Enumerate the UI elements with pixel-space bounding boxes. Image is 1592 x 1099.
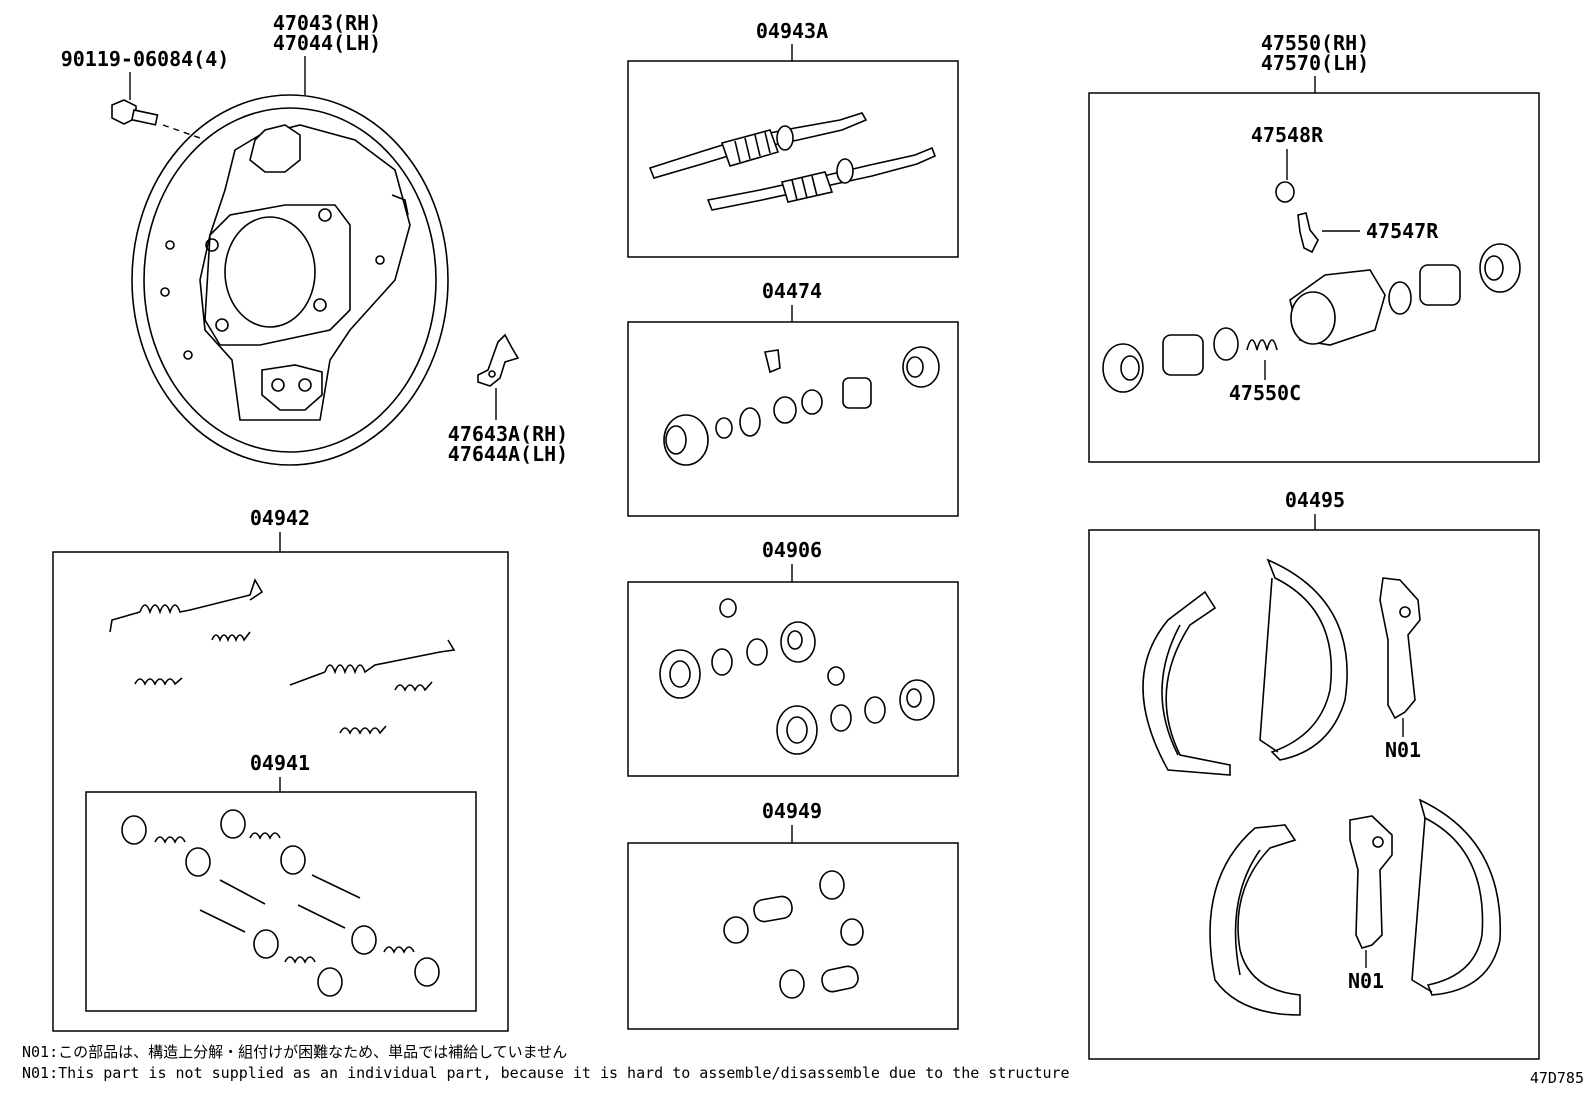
bleeder-plug — [1297, 212, 1319, 254]
spring-kit-box — [52, 551, 509, 1032]
brake-shoe-upper-left — [1142, 590, 1231, 776]
cylinder-kit-04474-box — [627, 321, 959, 517]
shoe-kit-box — [1088, 529, 1540, 1060]
shoe-kit-group: 04495 N01 N01 — [1088, 488, 1540, 1060]
cylinder-kit-04906-group: 04906 — [627, 538, 959, 777]
lever-lower — [1349, 815, 1393, 949]
spring-kit-springs — [109, 578, 456, 735]
cylinder-kit-04906-label[interactable]: 04906 — [762, 538, 822, 562]
cylinder-kit-04949-label[interactable]: 04949 — [762, 799, 822, 823]
hold-down-kit-group: 04941 — [85, 751, 477, 1012]
bracket-label-rh[interactable]: 47643A(RH) — [448, 422, 568, 446]
cylinder-kit-04474-group: 04474 — [627, 279, 959, 517]
hold-down-kit-box — [85, 791, 477, 1012]
note-japanese: N01:この部品は、構造上分解・組付けが困難なため、単品では補給していません — [22, 1043, 568, 1061]
cylinder-kit-04949-box — [627, 842, 959, 1030]
backing-plate — [131, 94, 449, 466]
lever-upper — [1379, 577, 1421, 720]
adjuster-kit-label[interactable]: 04943A — [756, 19, 828, 43]
adjuster-assembly-upper — [648, 112, 868, 179]
hold-down-kit-label[interactable]: 04941 — [250, 751, 310, 775]
backing-plate-group: 47043(RH) 47044(LH) 90119-06084(4) — [61, 11, 449, 466]
bolt — [111, 99, 201, 139]
cylinder-kit-04474-parts — [663, 346, 940, 466]
brake-shoe-lower-right — [1411, 798, 1502, 996]
hold-down-kit-parts — [121, 809, 440, 997]
backing-plate-label-rh[interactable]: 47043(RH) — [273, 11, 381, 35]
wheel-cylinder-label-rh[interactable]: 47550(RH) — [1261, 31, 1369, 55]
bleeder-plug-label[interactable]: 47547R — [1366, 219, 1439, 243]
adjuster-kit-group: 04943A — [627, 19, 959, 258]
brake-shoe-upper-right — [1259, 558, 1348, 761]
brake-shoe-lower-left — [1209, 824, 1301, 1016]
cylinder-kit-04949-group: 04949 — [627, 799, 959, 1030]
adjuster-kit-box — [627, 60, 959, 258]
cylinder-kit-04474-label[interactable]: 04474 — [762, 279, 822, 303]
bleeder-cap — [1275, 181, 1295, 203]
note-english: N01:This part is not supplied as an indi… — [22, 1064, 1070, 1082]
wheel-cylinder-label-lh[interactable]: 47570(LH) — [1261, 51, 1369, 75]
cylinder-kit-04906-parts — [659, 598, 935, 755]
bracket — [477, 333, 520, 387]
wheel-cylinder-group: 47550(RH) 47570(LH) 47548R 47547R 47550C — [1088, 31, 1540, 463]
wheel-cylinder-parts — [1102, 243, 1521, 393]
shoe-kit-label[interactable]: 04495 — [1285, 488, 1345, 512]
n01-label-top[interactable]: N01 — [1385, 738, 1421, 762]
spring-kit-group: 04942 — [52, 506, 509, 1032]
cylinder-kit-04949-parts — [723, 870, 864, 999]
bleeder-cap-label[interactable]: 47548R — [1251, 123, 1324, 147]
adjuster-assembly-lower — [706, 146, 937, 211]
backing-plate-label-lh[interactable]: 47044(LH) — [273, 31, 381, 55]
bracket-label-lh[interactable]: 47644A(LH) — [448, 442, 568, 466]
bolt-label[interactable]: 90119-06084(4) — [61, 47, 230, 71]
diagram-code: 47D785 — [1529, 1069, 1584, 1087]
cylinder-kit-04906-box — [627, 581, 959, 777]
spring-kit-label[interactable]: 04942 — [250, 506, 310, 530]
n01-label-bottom[interactable]: N01 — [1348, 969, 1384, 993]
wheel-cylinder-box — [1088, 92, 1540, 463]
cylinder-spring-label[interactable]: 47550C — [1229, 381, 1301, 405]
bracket-group: 47643A(RH) 47644A(LH) — [448, 333, 568, 466]
